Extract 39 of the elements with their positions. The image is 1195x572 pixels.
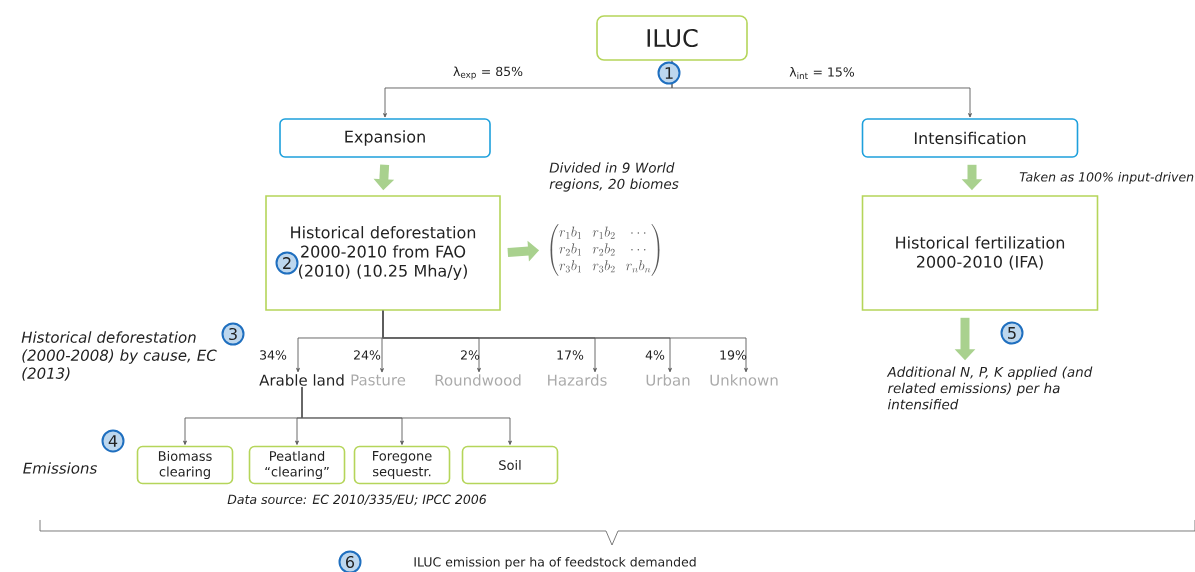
edge-label: λ$_{exp}$ = 85% xyxy=(453,66,523,80)
number-badge: 4 xyxy=(101,429,125,453)
edge-label: 17% xyxy=(557,350,584,360)
note-text: Additional N, P, K applied (and related emissions) per ha intensified xyxy=(886,366,1093,410)
emission-box: Soil xyxy=(461,445,559,485)
note-text: Historical deforestation (2000-2008) by cause, EC (2013) xyxy=(21,331,217,381)
edge-label: 2% xyxy=(461,350,480,360)
category-label: Unknown xyxy=(710,374,778,386)
edge-label: λ$_{int}$ = 15% xyxy=(789,67,855,79)
number-badge: 2 xyxy=(275,251,299,275)
category-label: Pasture xyxy=(351,374,406,386)
note-text: Divided in 9 World regions, 20 biomes xyxy=(549,162,679,192)
number-badge: 5 xyxy=(1000,321,1024,345)
emission-box: Biomass clearing xyxy=(136,445,234,485)
process-box: Expansion xyxy=(279,118,491,158)
edge-label: Taken as 100% input-driven xyxy=(1019,171,1194,185)
arrow xyxy=(382,310,748,373)
category-label: Hazards xyxy=(548,374,607,386)
category-label: Roundwood xyxy=(435,374,521,386)
number-badge: 3 xyxy=(221,322,245,346)
category-label: Urban xyxy=(646,374,690,386)
number-badge: 6 xyxy=(338,550,362,572)
matrix-formula: $\begin{pmatrix} r_1b_1 & r_1b_2 & \cdots \\ r_2b_1 & r_2b_2 & \cdots \\ r_3b_1 & r_3b_2 & r_nb_n \end{pmatrix}$ xyxy=(550,224,660,276)
process-box: Historical fertilization 2000-2010 (IFA) xyxy=(861,195,1099,311)
arrow xyxy=(671,60,972,118)
edge-label: 24% xyxy=(354,350,381,360)
process-box: Intensification xyxy=(861,118,1079,158)
note-text: Data source: EC 2010/335/EU; IPCC 2006 xyxy=(227,494,487,506)
edge-label: 4% xyxy=(645,350,665,360)
edge-label: 19% xyxy=(720,350,747,360)
emission-box: Foregone sequestr. xyxy=(353,445,451,485)
edge-label: 34% xyxy=(260,350,287,360)
number-badge: 1 xyxy=(657,61,681,85)
emission-box: Peatland “clearing” xyxy=(248,445,346,485)
process-box: ILUC xyxy=(596,15,748,61)
note-text: ILUC emission per ha of feedstock demanded xyxy=(414,556,696,570)
category-label: Arable land xyxy=(259,374,344,386)
note-text: Emissions xyxy=(23,462,97,474)
arrow xyxy=(301,386,512,445)
